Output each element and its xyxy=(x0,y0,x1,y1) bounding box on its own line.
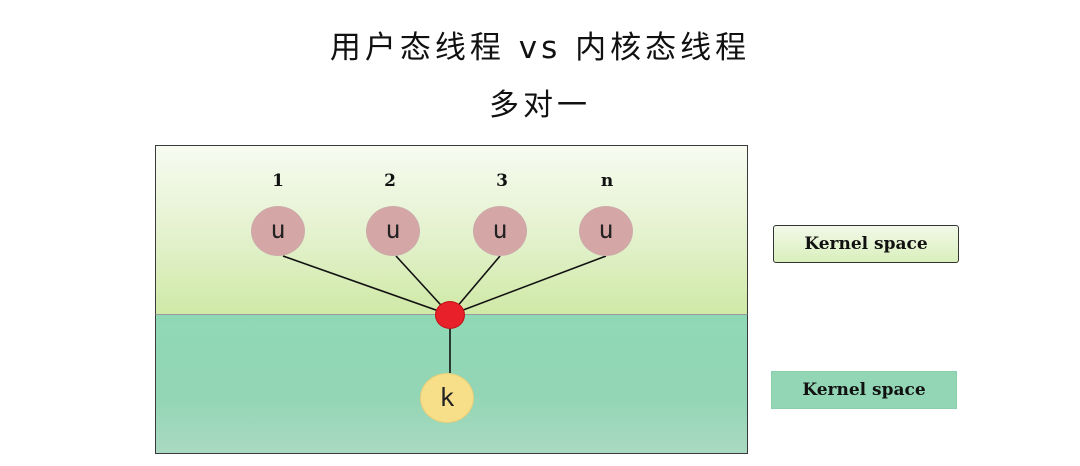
thread-number-2: 2 xyxy=(384,171,396,191)
user-thread-node-n: u xyxy=(579,206,633,256)
mapping-hub-dot xyxy=(435,301,465,329)
user-thread-node-3: u xyxy=(473,206,527,256)
thread-number-n: n xyxy=(600,171,614,191)
user-thread-node-2: u xyxy=(366,206,420,256)
diagram-subtitle: 多对一 xyxy=(489,88,591,123)
legend-kernel-space: Kernel space xyxy=(771,371,957,409)
kernel-thread-node: k xyxy=(420,373,474,423)
thread-number-3: 3 xyxy=(496,171,508,191)
diagram-title: 用户态线程 vs 内核态线程 xyxy=(329,30,751,66)
link-u1-hub xyxy=(282,255,451,316)
link-un-hub xyxy=(449,255,607,316)
legend-upper-space: Kernel space xyxy=(773,225,959,263)
user-thread-node-1: u xyxy=(251,206,305,256)
thread-number-1: 1 xyxy=(272,171,284,191)
